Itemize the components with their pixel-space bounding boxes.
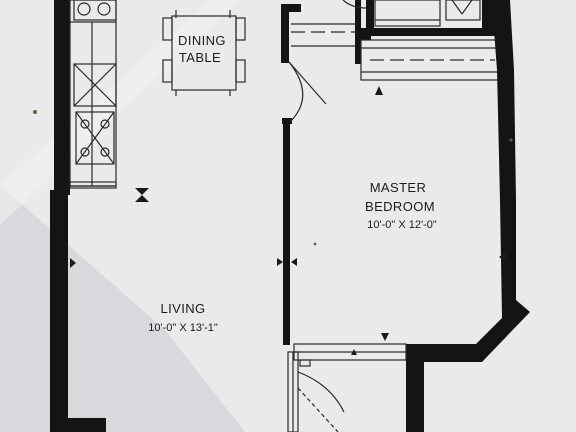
dining-label-line1: DINING: [178, 33, 226, 48]
master-bedroom-label-line1: MASTER: [370, 180, 427, 195]
west-wall-base: [62, 418, 106, 432]
chair: [235, 59, 246, 83]
marker-arrow: [381, 333, 389, 341]
master-bedroom-label-line2: BEDROOM: [365, 199, 435, 214]
marker-arrow: [499, 252, 506, 262]
chair: [162, 17, 173, 41]
dishwasher: [73, 63, 117, 107]
paper-speck: [509, 138, 513, 142]
partition-wall-jamb: [282, 118, 292, 124]
stove: [75, 111, 115, 165]
sink-basin-right: [97, 2, 111, 16]
marker-arrow: [291, 258, 297, 266]
sink-basin-left: [77, 2, 91, 16]
marker-arrow: [135, 195, 149, 202]
east-wall: [406, 0, 530, 432]
living-label: LIVING: [160, 301, 205, 316]
living-dimensions: 10'-0" X 13'-1": [148, 322, 218, 334]
marker-arrow: [375, 86, 383, 95]
sliding-door-swing: [297, 387, 339, 432]
closet-wall-mid: [361, 34, 371, 40]
marker-arrow: [135, 188, 149, 195]
master-bedroom-dimensions: 10'-0" X 12'-0": [367, 219, 437, 231]
marker-arrow: [351, 349, 357, 355]
chair: [162, 59, 173, 83]
bath-wall-right: [482, 0, 494, 30]
chair: [235, 17, 246, 41]
partition-wall-lower: [283, 120, 290, 345]
bath-wall-stub: [366, 0, 374, 30]
west-wall-upper: [54, 0, 70, 195]
dining-table: [171, 15, 237, 91]
west-wall-lower: [50, 190, 68, 432]
paper-speck: [313, 242, 317, 246]
dining-label-line2: TABLE: [179, 50, 221, 65]
tub-corner: [445, 0, 481, 21]
vanity: [374, 0, 441, 27]
partition-wall-top: [281, 4, 301, 12]
bedroom-door-swing: [288, 61, 327, 123]
sink: [73, 0, 117, 21]
closet-wall-top: [355, 28, 505, 36]
paper-speck: [33, 110, 37, 114]
marker-arrow: [277, 258, 283, 266]
marker-arrow: [70, 258, 76, 268]
partition-wall-upper: [281, 5, 289, 63]
